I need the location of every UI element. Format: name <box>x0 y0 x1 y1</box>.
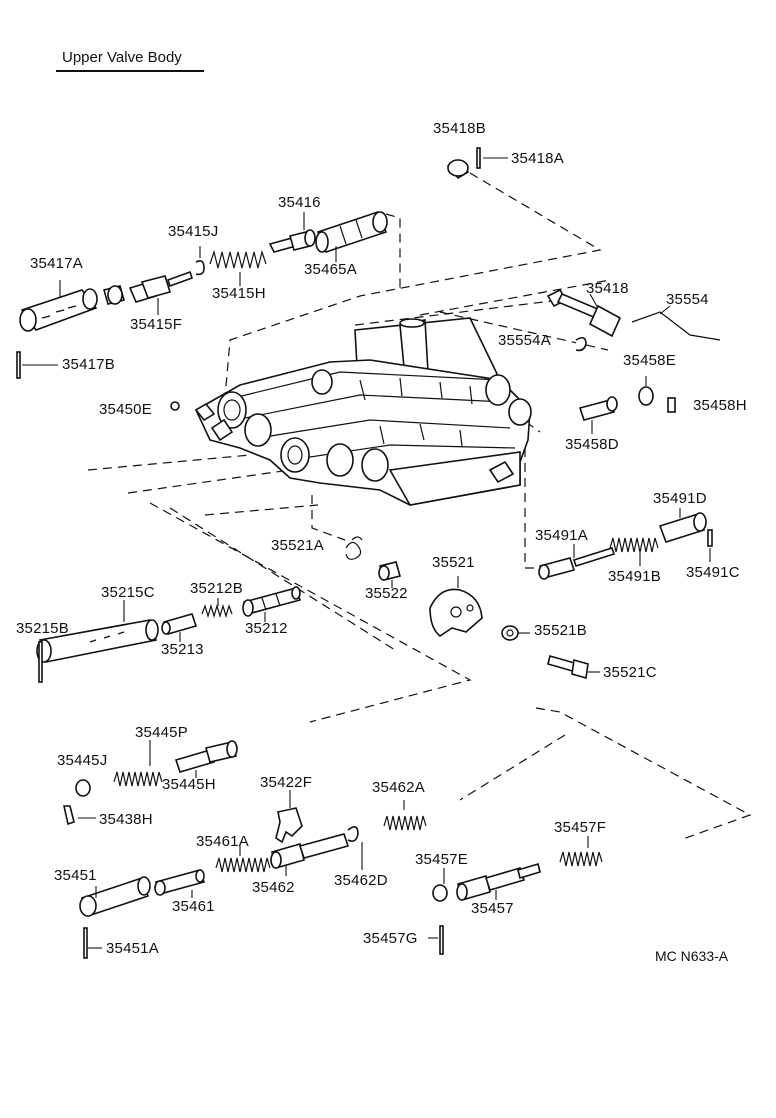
upper-valve-body <box>194 317 532 506</box>
label-35215B: 35215B <box>16 620 69 637</box>
label-35415J: 35415J <box>168 223 219 240</box>
label-35521C: 35521C <box>603 664 657 681</box>
washer-35521B <box>501 625 519 641</box>
label-35461: 35461 <box>172 898 215 915</box>
clip-35415J <box>195 260 205 276</box>
label-35461A: 35461A <box>196 833 249 850</box>
diagram-title: Upper Valve Body <box>62 49 182 66</box>
valve-35416 <box>268 229 316 253</box>
plug-35445J <box>75 779 91 797</box>
clip-35438H <box>63 805 75 826</box>
pin-35418A <box>476 147 481 169</box>
plug-35457E <box>432 884 448 902</box>
label-35491D: 35491D <box>653 490 707 507</box>
spring-35521A <box>345 536 363 560</box>
lever-35418 <box>546 288 622 338</box>
label-35491C: 35491C <box>686 564 740 581</box>
valve-35457 <box>456 862 541 901</box>
cam-35521 <box>429 588 483 637</box>
spring-35445P <box>113 771 163 787</box>
valve-35491A <box>538 547 616 580</box>
label-35462: 35462 <box>252 879 295 896</box>
label-35451: 35451 <box>54 867 97 884</box>
plunger-35213 <box>161 613 198 635</box>
label-35554A: 35554A <box>498 332 551 349</box>
spring-35491B <box>609 537 659 553</box>
label-35522: 35522 <box>365 585 408 602</box>
spring-35457F <box>559 851 603 867</box>
pin-35458H <box>667 397 676 413</box>
label-35458H: 35458H <box>693 397 747 414</box>
pin-35451A <box>83 927 88 959</box>
label-35554: 35554 <box>666 291 709 308</box>
ball-35450E <box>170 401 180 411</box>
valve-35465A <box>315 211 388 253</box>
clip-35554A <box>575 336 587 352</box>
pin-35417B <box>16 351 21 379</box>
sleeve-35417A <box>19 288 98 332</box>
label-35457: 35457 <box>471 900 514 917</box>
label-35457F: 35457F <box>554 819 607 836</box>
label-35521A: 35521A <box>271 537 324 554</box>
diagram-code: MC N633-A <box>655 948 729 964</box>
label-35457E: 35457E <box>415 851 468 868</box>
label-35521B: 35521B <box>534 622 587 639</box>
label-35422F: 35422F <box>260 774 313 791</box>
sleeve-35215C <box>36 619 159 663</box>
label-35215C: 35215C <box>101 584 155 601</box>
spring-35415H <box>209 249 267 269</box>
valve-35415F <box>103 270 194 305</box>
spring-35212B <box>201 603 233 619</box>
label-35418: 35418 <box>586 280 629 297</box>
label-35213: 35213 <box>161 641 204 658</box>
rod-35554 <box>631 311 721 341</box>
label-35417A: 35417A <box>30 255 83 272</box>
label-35212B: 35212B <box>190 580 243 597</box>
label-35457G: 35457G <box>363 930 418 947</box>
bolt-35521C <box>547 655 589 680</box>
label-35445P: 35445P <box>135 724 188 741</box>
sleeve-35491D <box>658 512 707 543</box>
valve-35212 <box>242 586 302 617</box>
plug-35418B <box>446 158 470 180</box>
sleeve-35451 <box>79 876 151 918</box>
clip-35462D <box>347 826 359 842</box>
label-35465A: 35465A <box>304 261 357 278</box>
pin-35491C <box>707 529 713 547</box>
plug-35458E <box>638 386 654 406</box>
pin-35457G <box>439 925 444 955</box>
valve-35462 <box>270 833 350 869</box>
pin-35215B <box>38 641 43 683</box>
title-underline <box>56 70 204 72</box>
clip-35422F <box>275 807 303 844</box>
spring-35462A <box>383 815 427 831</box>
valve-35445H <box>174 740 238 773</box>
label-35418B: 35418B <box>433 120 486 137</box>
label-35458E: 35458E <box>623 352 676 369</box>
label-35521: 35521 <box>432 554 475 571</box>
spring-35461A <box>215 857 271 873</box>
label-35417B: 35417B <box>62 356 115 373</box>
label-35450E: 35450E <box>99 401 152 418</box>
label-35451A: 35451A <box>106 940 159 957</box>
valve-35461 <box>154 869 206 896</box>
label-35438H: 35438H <box>99 811 153 828</box>
label-35416: 35416 <box>278 194 321 211</box>
plug-35522 <box>378 561 401 581</box>
label-35415H: 35415H <box>212 285 266 302</box>
label-35415F: 35415F <box>130 316 183 333</box>
label-35462A: 35462A <box>372 779 425 796</box>
label-35491B: 35491B <box>608 568 661 585</box>
label-35445H: 35445H <box>162 776 216 793</box>
label-35491A: 35491A <box>535 527 588 544</box>
label-35212: 35212 <box>245 620 288 637</box>
label-35445J: 35445J <box>57 752 108 769</box>
label-35458D: 35458D <box>565 436 619 453</box>
label-35418A: 35418A <box>511 150 564 167</box>
valve-35458D <box>578 396 618 421</box>
label-35462D: 35462D <box>334 872 388 889</box>
